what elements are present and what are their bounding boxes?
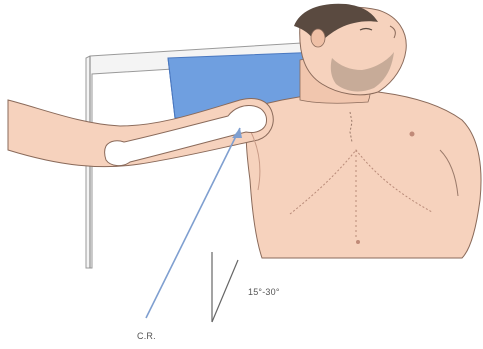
angle-tilted-line	[212, 260, 238, 322]
patient-torso	[246, 92, 481, 258]
patient-nipple	[410, 132, 415, 137]
central-ray-label: C.R.	[137, 331, 156, 341]
angle-label: 15°-30°	[248, 287, 280, 297]
patient-navel	[356, 240, 360, 244]
patient-ear	[311, 29, 325, 47]
